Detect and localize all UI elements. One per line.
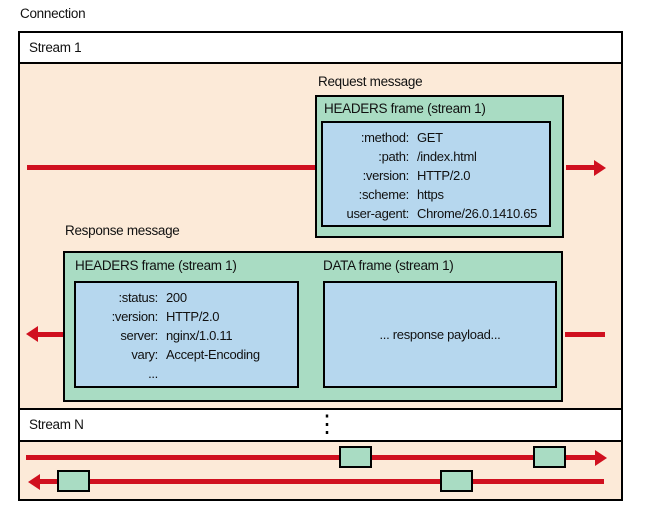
response-headers-box: :status: 200 :version: HTTP/2.0 server: <box>74 281 299 388</box>
response-arrow-line-right <box>565 332 605 337</box>
header-field-row: vary: Accept-Encoding <box>76 345 297 364</box>
response-arrowhead-left-icon <box>26 326 38 342</box>
request-headers-box: :method: GET :path: /index.html :version… <box>321 121 551 227</box>
header-field-value: HTTP/2.0 <box>417 168 471 183</box>
request-message-label: Request message <box>318 74 423 89</box>
stream-n-bar: Stream N ⋮ <box>20 408 621 442</box>
header-field-key: :method: <box>360 130 409 145</box>
stream-n-arrow-left-line <box>39 479 604 484</box>
header-field-key: vary: <box>131 347 158 362</box>
response-headers-frame-label: HEADERS frame (stream 1) <box>75 258 237 273</box>
request-headers-frame-label: HEADERS frame (stream 1) <box>324 101 486 116</box>
stream-n-content <box>20 442 621 499</box>
stream-n-arrowhead-left-icon <box>28 473 40 490</box>
request-header-fields: :method: GET :path: /index.html :version… <box>323 123 549 223</box>
header-field-key: server: <box>120 328 158 343</box>
response-message-label: Response message <box>65 223 180 238</box>
header-field-value: GET <box>417 130 443 145</box>
frame-box-small <box>533 446 566 468</box>
response-header-fields: :status: 200 :version: HTTP/2.0 server: <box>76 283 297 383</box>
stream-n-label: Stream N <box>29 417 84 432</box>
stream-1-bar: Stream 1 <box>20 33 621 64</box>
header-field-value: Chrome/26.0.1410.65 <box>417 206 538 221</box>
request-headers-frame: HEADERS frame (stream 1) :method: GET :p… <box>315 95 564 238</box>
connection-label: Connection <box>20 6 86 21</box>
header-field-row: :scheme: https <box>323 185 549 204</box>
vertical-ellipsis-icon: ⋮ <box>315 411 339 438</box>
header-field-key: :version: <box>362 168 410 183</box>
header-field-row: :path: /index.html <box>323 147 549 166</box>
frame-box-small <box>57 470 90 492</box>
header-field-value <box>166 364 297 383</box>
header-field-row: ... <box>76 364 297 383</box>
header-field-value: Accept-Encoding <box>166 347 260 362</box>
request-arrowhead-right-icon <box>594 159 606 176</box>
header-field-value: /index.html <box>417 149 477 164</box>
connection-box: Stream 1 Request message HEADERS frame (… <box>18 31 623 501</box>
header-field-key: :path: <box>378 149 409 164</box>
frame-box-small <box>440 470 473 492</box>
header-field-key: :version: <box>111 309 159 324</box>
header-field-value: HTTP/2.0 <box>166 309 220 324</box>
response-data-frame-label: DATA frame (stream 1) <box>323 258 454 273</box>
response-frames-container: HEADERS frame (stream 1) DATA frame (str… <box>63 251 563 402</box>
header-field-value: 200 <box>166 290 187 305</box>
header-field-row: :version: HTTP/2.0 <box>76 307 297 326</box>
stream-n-arrowhead-right-icon <box>595 449 607 466</box>
header-field-key: :status: <box>118 290 158 305</box>
header-field-row: server: nginx/1.0.11 <box>76 326 297 345</box>
header-field-row: user-agent: Chrome/26.0.1410.65 <box>323 204 549 223</box>
stream-1-content: Request message HEADERS frame (stream 1)… <box>20 66 621 408</box>
stream-1-label: Stream 1 <box>29 40 82 55</box>
frame-box-small <box>339 446 372 468</box>
header-field-row: :method: GET <box>323 128 549 147</box>
request-arrow-line <box>27 165 316 170</box>
header-field-key: ... <box>148 366 158 381</box>
header-field-row: :version: HTTP/2.0 <box>323 166 549 185</box>
header-field-row: :status: 200 <box>76 288 297 307</box>
response-payload-text: ... response payload... <box>379 327 501 342</box>
stream-n-arrow-right-line <box>26 455 595 460</box>
header-field-key: :scheme: <box>358 187 410 202</box>
request-arrow-line-right <box>566 165 595 170</box>
response-arrow-line-left <box>37 332 63 337</box>
header-field-key: user-agent: <box>346 206 410 221</box>
response-data-box: ... response payload... <box>323 281 557 388</box>
header-field-value: https <box>417 187 444 202</box>
header-field-value: nginx/1.0.11 <box>166 328 233 343</box>
